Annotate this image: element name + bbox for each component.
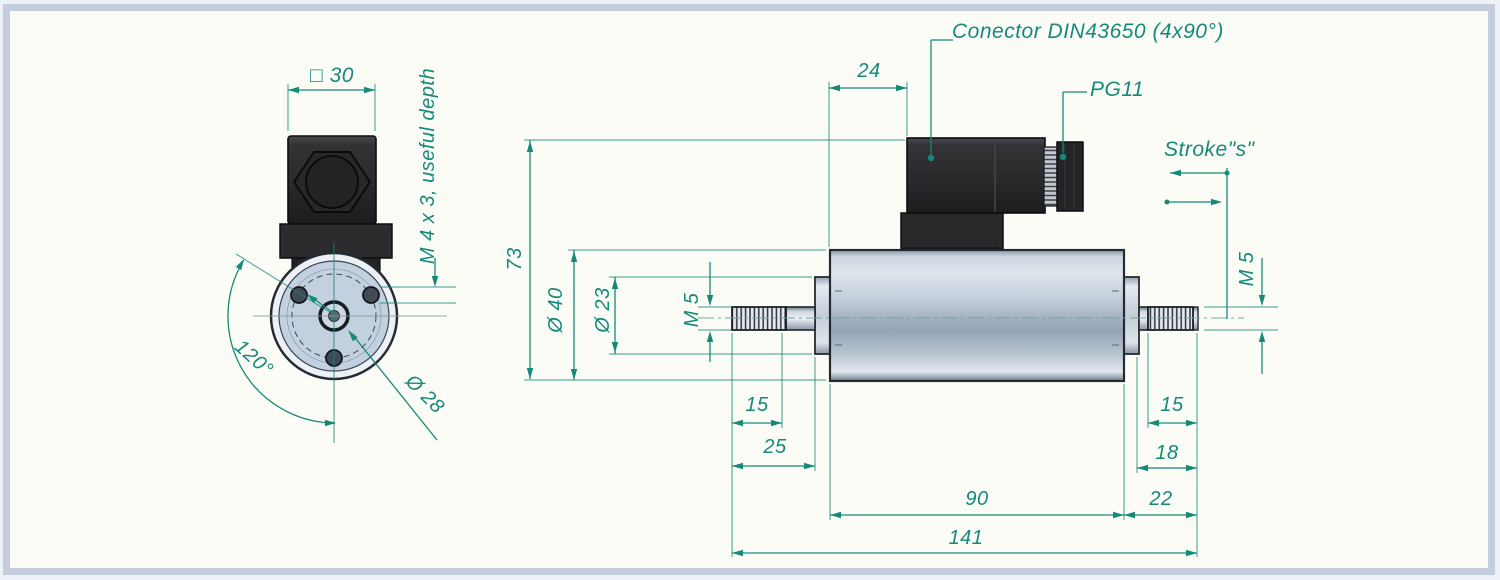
callout-stroke: Stroke"s" bbox=[1164, 138, 1255, 161]
dim-label-m5-right: M 5 bbox=[1236, 251, 1258, 287]
front-connector bbox=[279, 135, 393, 278]
dim-label-square-30: □ 30 bbox=[310, 64, 354, 87]
callout-pg11: PG11 bbox=[1090, 78, 1145, 101]
callout-connector: Conector DIN43650 (4x90°) bbox=[952, 20, 1224, 43]
left-end-cap bbox=[814, 276, 831, 355]
note-label-m4x3: M 4 x 3, useful depth bbox=[417, 67, 439, 265]
dim-label-m5-left: M 5 bbox=[681, 292, 703, 328]
dim-label-15-left: 15 bbox=[745, 394, 769, 416]
mounting-hole bbox=[362, 286, 380, 304]
dim-label-18: 18 bbox=[1155, 442, 1179, 464]
solenoid-body bbox=[814, 248, 1140, 383]
right-end-cap bbox=[1123, 276, 1140, 355]
side-view-drawing bbox=[698, 137, 1244, 383]
dim-label-dia40: Ø 40 bbox=[545, 287, 567, 333]
dim-label-24: 24 bbox=[857, 60, 881, 82]
drawing-sheet bbox=[3, 4, 1495, 575]
dim-label-73: 73 bbox=[504, 247, 526, 271]
dim-label-141: 141 bbox=[948, 527, 984, 549]
dimension-lines bbox=[227, 39, 1278, 557]
dim-label-dia23: Ø 23 bbox=[592, 287, 614, 333]
dim-label-15-right: 15 bbox=[1160, 394, 1184, 416]
dim-label-22: 22 bbox=[1149, 488, 1173, 510]
dim-label-90: 90 bbox=[965, 488, 989, 510]
dim-label-25: 25 bbox=[763, 436, 787, 458]
